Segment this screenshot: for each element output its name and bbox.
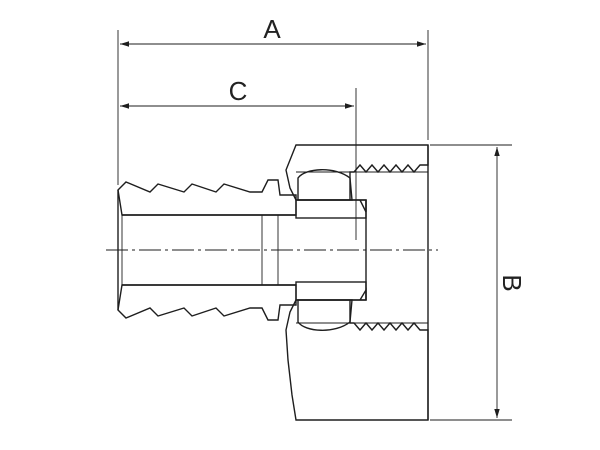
- seal-insert-upper: [297, 169, 353, 201]
- dimension-a: A: [120, 14, 426, 47]
- dim-label-b: B: [497, 274, 527, 291]
- dim-label-c: C: [229, 76, 248, 106]
- insert-ring-lower: [295, 281, 367, 301]
- nut-body-upper-hatch: [285, 144, 429, 213]
- extension-lines: [117, 30, 512, 421]
- barb-lower-wall: [117, 284, 297, 321]
- barb-upper-wall: [117, 179, 297, 216]
- dimension-c: C: [120, 76, 354, 109]
- seal-insert-lower: [297, 299, 353, 331]
- barb-stem: [117, 179, 297, 321]
- insert-ring-upper: [295, 199, 367, 219]
- dim-label-a: A: [263, 14, 281, 44]
- dimension-b: B: [494, 147, 527, 418]
- nut-body-lower-hatch: [285, 287, 429, 421]
